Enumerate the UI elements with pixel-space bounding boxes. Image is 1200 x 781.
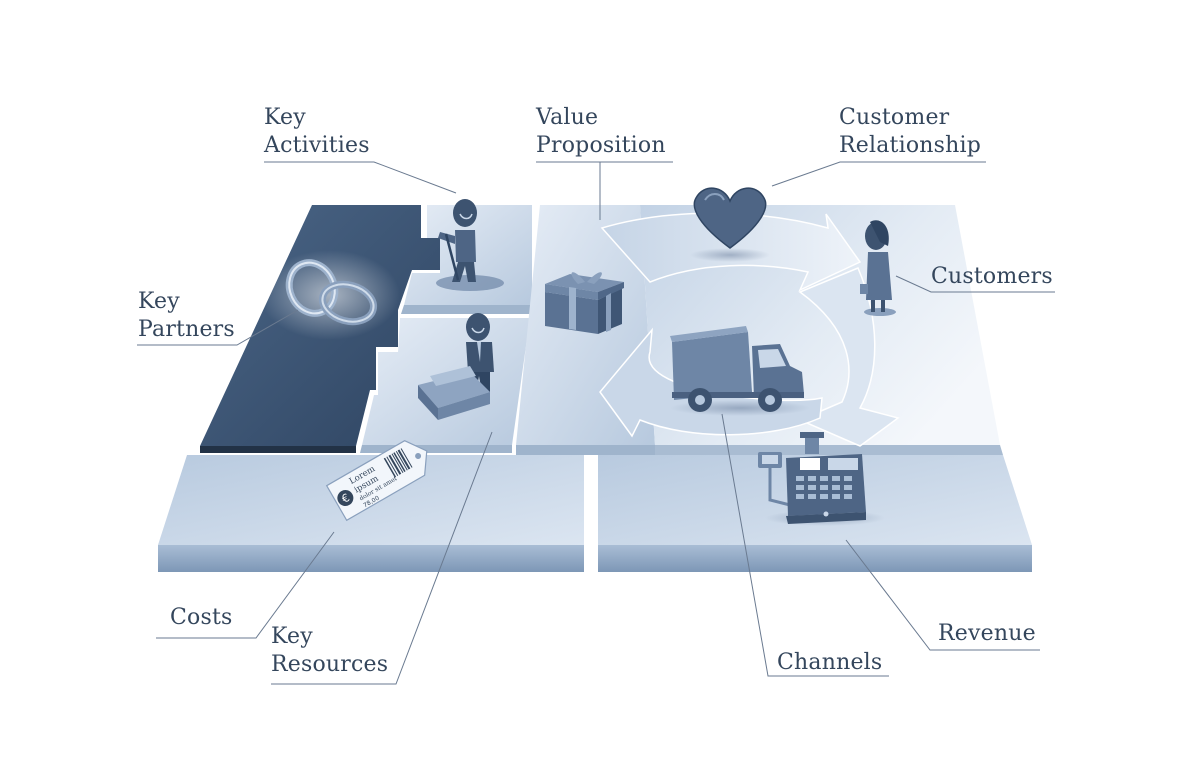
- label-channels: Channels: [777, 649, 882, 677]
- label-customers: Customers: [931, 263, 1053, 291]
- label-value-proposition-line-1: Value: [536, 105, 599, 130]
- label-key-activities: Key Activities: [264, 104, 370, 160]
- label-key-partners-line-2: Partners: [138, 317, 235, 342]
- leader-lines: [137, 161, 1055, 685]
- label-channels-line-1: Channels: [777, 650, 883, 675]
- rings-icon: [260, 250, 400, 340]
- businessman-figure-icon: [418, 313, 494, 420]
- gift-box-icon: [545, 272, 624, 334]
- label-customer-relationship-line-1: Customer: [839, 105, 950, 130]
- label-customer-relationship-line-2: Relationship: [839, 133, 982, 158]
- price-tag-icon: € Lorem ipsum dolor sit amet 78,00: [325, 440, 428, 522]
- leader-key-resources: [271, 431, 493, 685]
- truck-icon: [670, 326, 810, 416]
- label-revenue: Revenue: [938, 620, 1036, 648]
- barcode-icon: [383, 448, 413, 478]
- label-key-partners-line-1: Key: [138, 289, 180, 314]
- label-customers-line-1: Customers: [931, 264, 1053, 289]
- leader-channels: [721, 413, 889, 677]
- leader-key-partners: [137, 309, 299, 346]
- cash-register-icon: [758, 432, 885, 526]
- customer-figure-icon: [860, 220, 896, 316]
- label-revenue-line-1: Revenue: [938, 621, 1036, 646]
- label-key-activities-line-2: Activities: [264, 133, 370, 158]
- leader-key-activities: [264, 161, 457, 194]
- label-key-resources-line-2: Resources: [271, 652, 389, 677]
- leader-customers: [895, 275, 1055, 293]
- leader-customer-relationship: [771, 161, 986, 187]
- label-key-resources: Key Resources: [271, 623, 388, 679]
- label-value-proposition-line-2: Proposition: [536, 133, 666, 158]
- label-key-activities-line-1: Key: [264, 105, 306, 130]
- leader-revenue: [845, 539, 1040, 651]
- label-key-resources-line-1: Key: [271, 624, 313, 649]
- label-customer-relationship: Customer Relationship: [839, 104, 981, 160]
- worker-figure-icon: [436, 199, 504, 291]
- label-value-proposition: Value Proposition: [536, 104, 666, 160]
- label-costs-line-1: Costs: [170, 605, 233, 630]
- label-costs: Costs: [170, 604, 233, 632]
- label-key-partners: Key Partners: [138, 288, 235, 344]
- leader-costs: [156, 531, 335, 639]
- heart-icon: [690, 187, 770, 262]
